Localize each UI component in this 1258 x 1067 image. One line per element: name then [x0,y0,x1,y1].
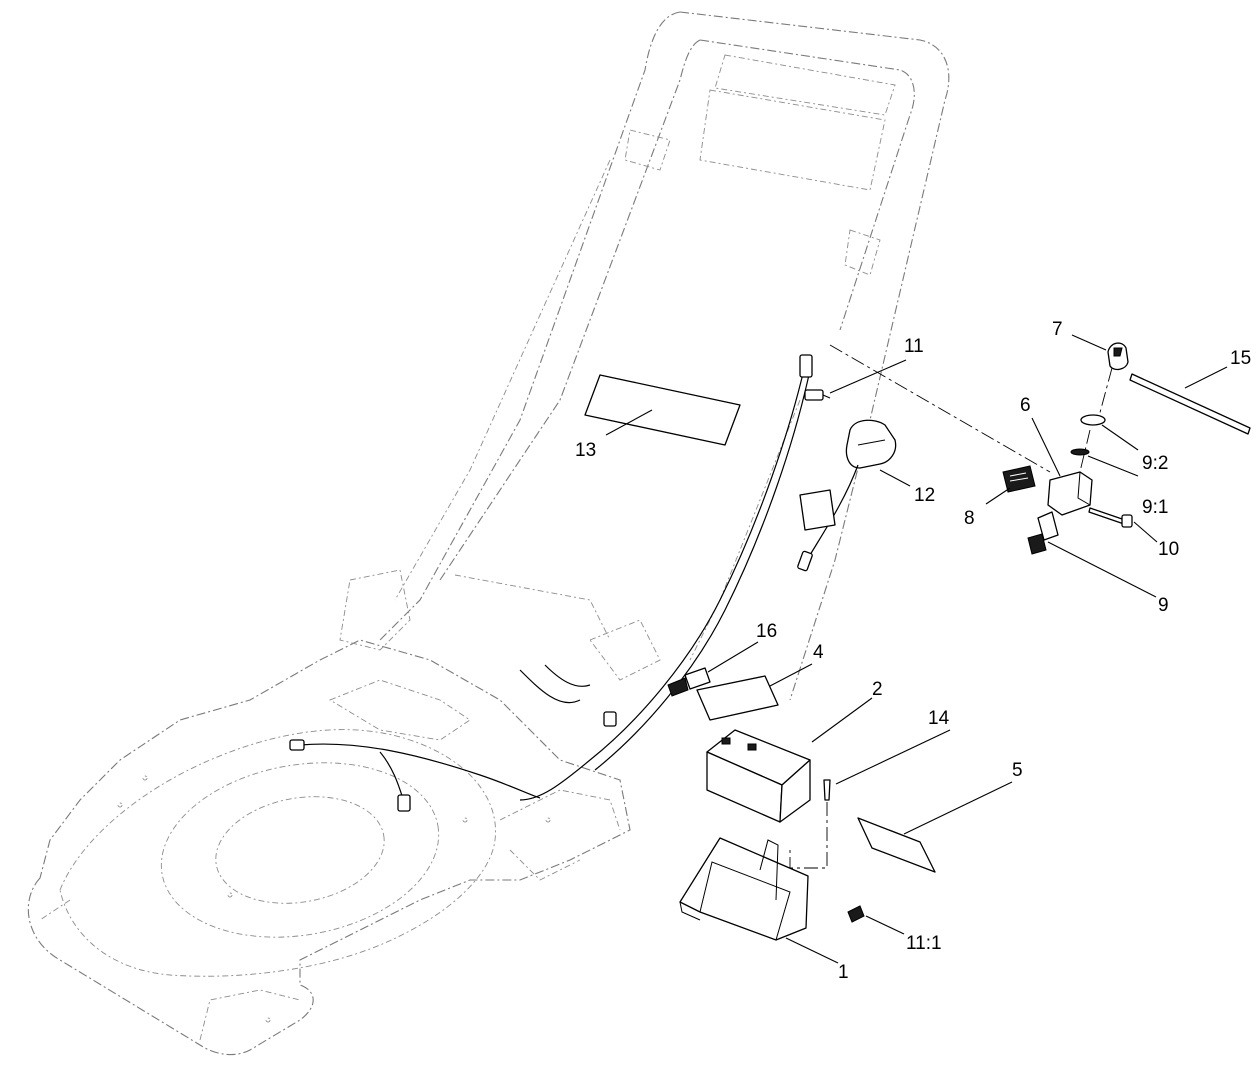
wire-harness [289,354,813,812]
callout-7: 7 [1052,319,1063,340]
callout-11-1: 11:1 [906,933,942,954]
callout-5: 5 [1012,760,1023,781]
callout-labels: 1 2 4 5 6 7 8 9 9:1 9:2 10 11 11:1 12 13… [575,319,1251,983]
leader-lines [605,334,1228,964]
callout-12: 12 [914,485,935,506]
battery-tray-1 [679,837,809,941]
switch-9 [1027,511,1059,555]
callout-4: 4 [813,642,824,663]
decal-13 [584,374,741,446]
callout-9: 9 [1158,595,1169,616]
callout-8: 8 [964,508,975,529]
connector-11 [804,389,831,401]
charger-12 [797,419,897,572]
handle-outline [339,11,950,701]
washer-9-1 [1070,448,1090,456]
decal-8 [1002,465,1036,493]
washer-9-2 [1080,414,1106,426]
switch-housing-6 [1047,471,1093,516]
callout-2: 2 [872,679,883,700]
callout-15: 15 [1230,348,1251,369]
mower-deck-outline [27,639,631,1056]
callout-9-1: 9:1 [1142,497,1168,518]
callout-16: 16 [756,621,777,642]
callout-10: 10 [1158,539,1179,560]
callout-9-2: 9:2 [1142,453,1168,474]
callout-14: 14 [928,708,950,729]
callout-1: 1 [838,962,849,983]
decal-4 [696,675,779,721]
battery-2 [706,729,811,823]
clip-11-1 [847,905,865,923]
decal-5 [857,817,936,873]
key-7 [1107,342,1129,371]
callout-11: 11 [904,336,924,357]
connector-16 [667,667,711,697]
callout-6: 6 [1020,395,1031,416]
rod-15 [1129,373,1251,435]
callout-13: 13 [575,440,596,461]
bolt-10 [1088,507,1133,528]
screw-14 [789,779,831,869]
